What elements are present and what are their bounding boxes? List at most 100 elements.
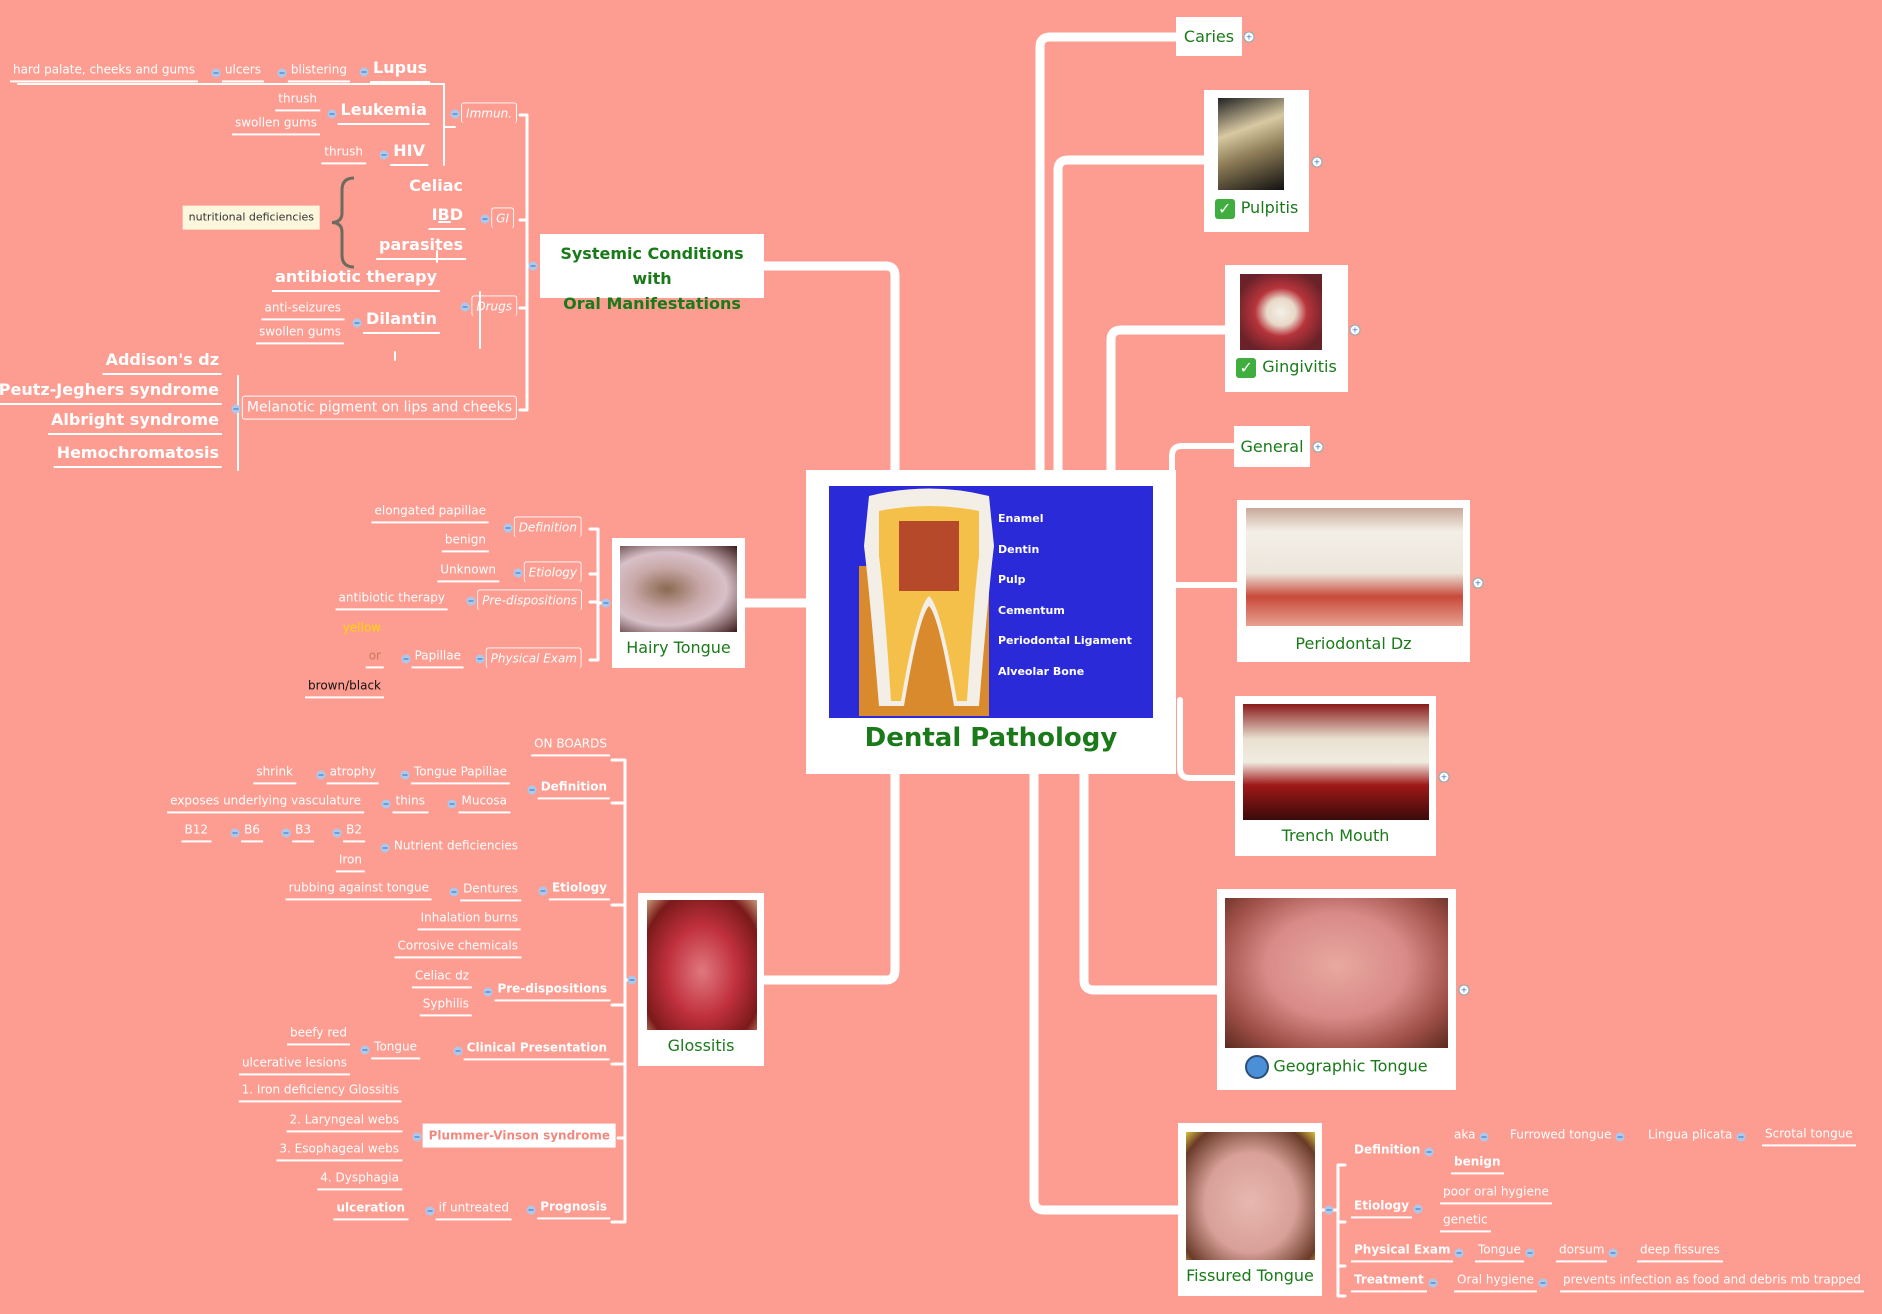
collapse-icon[interactable] xyxy=(412,1132,422,1142)
branch-systemic-leukemia[interactable]: Leukemia xyxy=(337,100,430,125)
collapse-icon[interactable] xyxy=(231,404,241,414)
branch-systemic-antibiotic[interactable]: antibiotic therapy xyxy=(272,267,440,292)
collapse-icon[interactable] xyxy=(1608,1248,1618,1258)
branch-systemic-addison[interactable]: Addison's dz xyxy=(102,350,222,375)
branch-glossitis-celiac[interactable]: Celiac dz xyxy=(411,967,472,989)
branch-glossitis-tongue-papillae[interactable]: Tongue Papillae xyxy=(410,763,510,785)
topic-gingivitis[interactable]: ✓Gingivitis xyxy=(1225,265,1348,392)
branch-glossitis-exposes[interactable]: exposes underlying vasculature xyxy=(167,792,364,814)
branch-hairy-yellow[interactable]: yellow xyxy=(342,620,381,635)
branch-glossitis-prognosis[interactable]: Prognosis xyxy=(537,1198,610,1220)
branch-systemic-leuk-swollen[interactable]: swollen gums xyxy=(231,114,320,136)
branch-glossitis-b12[interactable]: B12 xyxy=(181,821,211,843)
branch-hairy-exam[interactable]: Physical Exam xyxy=(485,647,582,669)
expand-icon[interactable]: + xyxy=(1458,984,1470,996)
branch-glossitis-syphilis[interactable]: Syphilis xyxy=(419,995,472,1017)
branch-glossitis-pv2[interactable]: 2. Laryngeal webs xyxy=(286,1111,402,1133)
branch-glossitis-corrosive[interactable]: Corrosive chemicals xyxy=(394,937,521,959)
collapse-icon[interactable] xyxy=(460,302,470,312)
branch-systemic-leuk-thrush[interactable]: thrush xyxy=(275,90,320,112)
branch-fissured-furrowed[interactable]: Furrowed tongue xyxy=(1510,1127,1612,1142)
collapse-icon[interactable] xyxy=(453,1046,463,1056)
branch-glossitis-b2[interactable]: B2 xyxy=(343,821,365,843)
collapse-icon[interactable] xyxy=(513,568,523,578)
branch-systemic-albright[interactable]: Albright syndrome xyxy=(48,410,222,435)
collapse-icon[interactable] xyxy=(475,654,485,664)
collapse-icon[interactable] xyxy=(538,886,548,896)
branch-glossitis-pv1[interactable]: 1. Iron deficiency Glossitis xyxy=(238,1081,402,1103)
branch-hairy-papillae[interactable]: Papillae xyxy=(411,647,464,669)
branch-systemic-ulcers[interactable]: ulcers xyxy=(221,61,264,83)
topic-fissured-tongue[interactable]: Fissured Tongue xyxy=(1178,1123,1322,1296)
branch-glossitis-ulcerative[interactable]: ulcerative lesions xyxy=(238,1054,350,1076)
collapse-icon[interactable] xyxy=(380,843,390,853)
branch-systemic-immun[interactable]: Immun. xyxy=(461,102,517,124)
collapse-icon[interactable] xyxy=(1324,1205,1334,1215)
collapse-icon[interactable] xyxy=(527,785,537,795)
branch-systemic-dil-swollen[interactable]: swollen gums xyxy=(255,323,344,345)
branch-glossitis-thins[interactable]: thins xyxy=(392,792,428,814)
collapse-icon[interactable] xyxy=(359,67,369,77)
branch-glossitis-pv3[interactable]: 3. Esophageal webs xyxy=(276,1140,402,1162)
branch-systemic-hiv[interactable]: HIV xyxy=(390,141,428,166)
expand-icon[interactable]: + xyxy=(1472,577,1484,589)
branch-fissured-etiology[interactable]: Etiology xyxy=(1351,1197,1413,1219)
branch-systemic-anti-seizures[interactable]: anti-seizures xyxy=(261,299,344,321)
topic-periodontal[interactable]: Periodontal Dz xyxy=(1237,500,1470,662)
branch-hairy-benign[interactable]: benign xyxy=(441,531,489,553)
collapse-icon[interactable] xyxy=(1525,1248,1535,1258)
collapse-icon[interactable] xyxy=(401,654,411,664)
branch-hairy-brown[interactable]: brown/black xyxy=(305,677,384,699)
branch-hairy-etiology[interactable]: Etiology xyxy=(523,561,582,583)
branch-systemic-melanotic[interactable]: Melanotic pigment on lips and cheeks xyxy=(241,395,517,420)
collapse-icon[interactable] xyxy=(1479,1132,1489,1142)
collapse-icon[interactable] xyxy=(449,887,459,897)
branch-systemic-ibd[interactable]: IBD xyxy=(428,205,466,230)
branch-fissured-definition[interactable]: Definition xyxy=(1354,1142,1421,1157)
topic-systemic-conditions[interactable]: Systemic Conditions with Oral Manifestat… xyxy=(540,234,764,313)
branch-hairy-unknown[interactable]: Unknown xyxy=(437,561,499,583)
branch-glossitis-b6[interactable]: B6 xyxy=(241,821,263,843)
topic-glossitis[interactable]: Glossitis xyxy=(638,893,764,1066)
collapse-icon[interactable] xyxy=(483,987,493,997)
branch-fissured-deep[interactable]: deep fissures xyxy=(1637,1241,1723,1263)
branch-fissured-tongue[interactable]: Tongue xyxy=(1475,1241,1524,1263)
collapse-icon[interactable] xyxy=(627,975,637,985)
branch-fissured-lingua[interactable]: Lingua plicata xyxy=(1648,1127,1733,1142)
collapse-icon[interactable] xyxy=(230,828,240,838)
branch-fissured-poor[interactable]: poor oral hygiene xyxy=(1440,1183,1552,1205)
collapse-icon[interactable] xyxy=(316,770,326,780)
expand-icon[interactable]: + xyxy=(1311,156,1323,168)
collapse-icon[interactable] xyxy=(1424,1147,1434,1157)
branch-glossitis-iron[interactable]: Iron xyxy=(335,851,365,873)
branch-glossitis-on-boards[interactable]: ON BOARDS xyxy=(531,735,610,757)
collapse-icon[interactable] xyxy=(503,523,513,533)
branch-glossitis-etiology[interactable]: Etiology xyxy=(548,879,610,901)
branch-fissured-treatment[interactable]: Treatment xyxy=(1351,1271,1427,1293)
topic-geographic-tongue[interactable]: Geographic Tongue xyxy=(1217,889,1456,1090)
collapse-icon[interactable] xyxy=(1454,1248,1464,1258)
branch-glossitis-mucosa[interactable]: Mucosa xyxy=(458,792,510,814)
topic-caries[interactable]: Caries xyxy=(1176,17,1242,56)
branch-glossitis-predisp[interactable]: Pre-dispositions xyxy=(494,980,610,1002)
collapse-icon[interactable] xyxy=(601,598,611,608)
central-topic[interactable]: Enamel Dentin Pulp Cementum Periodontal … xyxy=(806,470,1176,774)
branch-fissured-dorsum[interactable]: dorsum xyxy=(1556,1241,1608,1263)
branch-systemic-drugs[interactable]: Drugs xyxy=(471,295,517,317)
branch-glossitis-definition[interactable]: Definition xyxy=(537,778,610,800)
collapse-icon[interactable] xyxy=(466,596,476,606)
collapse-icon[interactable] xyxy=(1413,1204,1423,1214)
branch-hairy-definition[interactable]: Definition xyxy=(513,516,582,538)
collapse-icon[interactable] xyxy=(332,828,342,838)
expand-icon[interactable]: + xyxy=(1349,324,1361,336)
branch-systemic-hard-palate[interactable]: hard palate, cheeks and gums xyxy=(9,61,198,83)
branch-hairy-predisp[interactable]: Pre-dispositions xyxy=(477,589,582,611)
branch-systemic-blistering[interactable]: blistering xyxy=(287,61,350,83)
branch-hairy-antibiotic[interactable]: antibiotic therapy xyxy=(335,589,448,611)
collapse-icon[interactable] xyxy=(281,828,291,838)
collapse-icon[interactable] xyxy=(450,109,460,119)
branch-glossitis-atrophy[interactable]: atrophy xyxy=(326,763,379,785)
branch-systemic-celiac[interactable]: Celiac xyxy=(409,176,463,196)
collapse-icon[interactable] xyxy=(480,214,490,224)
collapse-icon[interactable] xyxy=(447,799,457,809)
